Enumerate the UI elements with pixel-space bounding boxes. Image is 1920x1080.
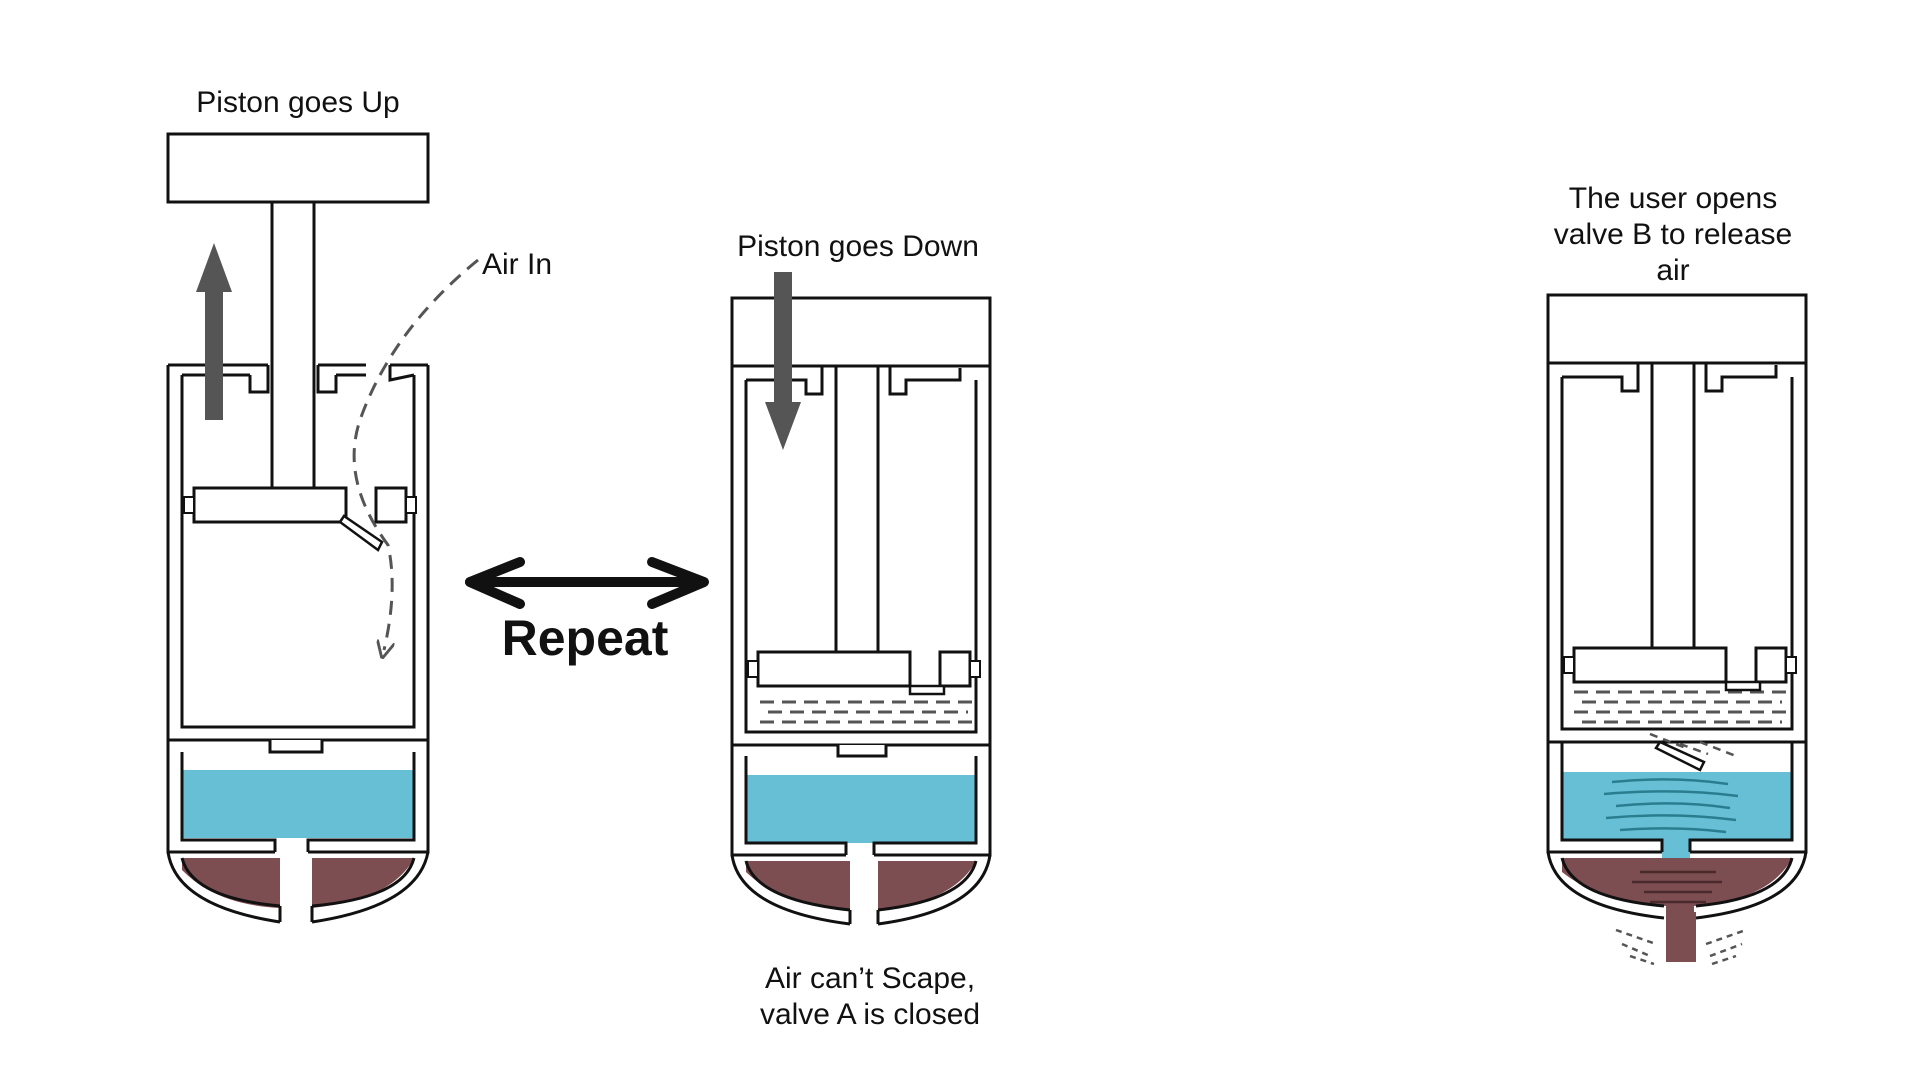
panel-piston-up: Piston goes Up Air In bbox=[166, 86, 552, 924]
release-title-line2: valve B to release bbox=[1554, 218, 1792, 251]
compressed-air bbox=[760, 700, 972, 724]
air-cant-escape-caption: Air can’t Scape, bbox=[765, 962, 975, 995]
piston-head bbox=[192, 486, 348, 524]
piston-rod bbox=[834, 364, 880, 654]
water-chamber bbox=[746, 775, 976, 843]
valve-a-closed-caption: valve A is closed bbox=[760, 998, 980, 1031]
piston-down-title: Piston goes Down bbox=[737, 230, 979, 263]
water-turbulence bbox=[1603, 778, 1739, 834]
chamber-divider-valve bbox=[836, 745, 888, 758]
released-air-spray bbox=[1615, 928, 1747, 966]
arrow-up-icon bbox=[196, 243, 232, 420]
valve-a-open bbox=[338, 514, 384, 552]
piston-side-block bbox=[938, 650, 972, 688]
piston-side-block bbox=[1754, 646, 1788, 684]
arrow-down-icon bbox=[765, 272, 801, 450]
repeat-label: Repeat bbox=[502, 610, 669, 666]
coffee-outflow-stream bbox=[1666, 912, 1696, 962]
chamber-divider-valve bbox=[268, 740, 324, 754]
piston-head bbox=[756, 650, 912, 688]
piston-head bbox=[1572, 646, 1728, 684]
coffee-reservoir bbox=[182, 858, 414, 908]
double-headed-arrow-icon bbox=[465, 557, 709, 609]
water-channel bbox=[1662, 838, 1690, 860]
coffee-reservoir bbox=[746, 861, 976, 910]
piston-handle bbox=[1546, 293, 1808, 365]
air-in-label: Air In bbox=[482, 248, 552, 281]
piston-handle bbox=[166, 132, 430, 204]
air-in-flow-arrow bbox=[352, 258, 479, 650]
piston-rod bbox=[1650, 361, 1696, 651]
cylinder-wall bbox=[1546, 363, 1808, 744]
panel-release-air: The user opens valve B to release air bbox=[1546, 182, 1808, 966]
release-title-line3: air bbox=[1656, 254, 1689, 287]
escaping-air bbox=[1574, 690, 1786, 724]
piston-up-title: Piston goes Up bbox=[196, 86, 399, 119]
valve-a-closed bbox=[908, 684, 946, 696]
panel-piston-down: Piston goes Down bbox=[730, 230, 992, 1031]
piston-side-block bbox=[374, 486, 408, 524]
valve-b-open bbox=[1654, 740, 1706, 772]
water-chamber bbox=[182, 770, 414, 838]
piston-rod bbox=[270, 200, 316, 494]
repeat-group: Repeat bbox=[465, 557, 709, 666]
release-title-line1: The user opens bbox=[1569, 182, 1777, 215]
piston-handle bbox=[730, 296, 992, 368]
